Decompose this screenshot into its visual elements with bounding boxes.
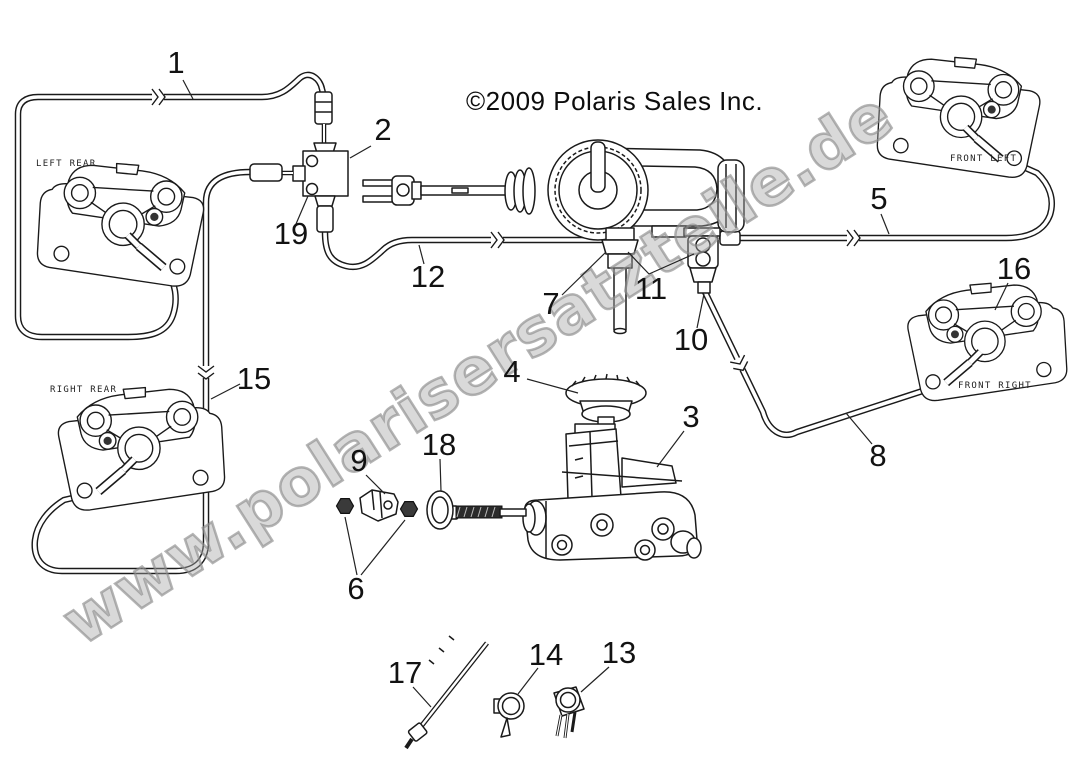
callout-5: 5 [870,181,887,216]
callout-4: 4 [503,354,520,389]
callout-9-leader [365,474,386,495]
cylinder-body [522,491,702,561]
hose-break-marks [151,88,861,380]
front-right-caliper-label: FRONT RIGHT [958,381,1032,391]
callout-19-leader [295,195,309,225]
callout-11: 11 [635,271,667,306]
right-rear-caliper-label: RIGHT REAR [50,385,117,395]
outlet-fitting-left-7 [601,227,639,335]
boot-bellows [504,167,536,215]
clevis-9 [359,489,399,522]
hose-15-right-rear [31,168,254,575]
callout-14-leader [517,667,539,695]
cable-tie-17 [404,635,489,750]
callout-6-leader [360,519,406,576]
handlebar-clamp [717,159,745,233]
callout-1: 1 [167,45,184,80]
callout-12-leader [418,244,425,265]
callout-16-leader [994,282,1009,311]
copyright-text: ©2009 Polaris Sales Inc. [466,86,764,116]
callout-7: 7 [542,286,559,321]
callout-11-leader [627,251,650,275]
callout-15: 15 [237,361,271,396]
reservoir-tank [561,423,683,501]
callout-17-leader [412,686,432,708]
callout-16: 16 [997,251,1031,286]
callout-18-leader [439,458,442,492]
callout-3: 3 [682,399,699,434]
callout-6: 6 [347,571,364,606]
left-rear-caliper-label: LEFT REAR [36,159,96,169]
junction-block [249,91,349,233]
callout-19: 19 [274,216,308,251]
callout-10-leader [696,293,705,329]
hose-8-front-right [701,288,948,439]
brake-rod-clevis [362,175,422,206]
push-rod-assembly [449,505,527,520]
callout-5-leader [880,213,890,235]
front-left-caliper-label: FRONT LEFT [950,154,1017,164]
foot-master-cylinder [335,373,702,561]
hose-12-junction-to-master [321,228,610,271]
callout-7-leader [561,251,607,296]
callout-15-leader [210,383,241,400]
callout-6-leader [344,516,358,576]
callout-1-leader [182,79,194,100]
callout-4-leader [526,378,579,394]
callout-9: 9 [350,443,367,478]
callout-8: 8 [869,438,886,473]
callout-17: 17 [388,655,422,690]
outlet-fitting-right-10-11 [683,227,721,294]
callout-14: 14 [529,637,563,672]
handlebar-master-cylinder [362,139,745,335]
callout-10: 10 [674,322,708,357]
callout-11-leader [648,253,695,275]
reservoir-cap-4 [565,373,647,426]
callout-13-leader [580,666,610,693]
callout-12: 12 [411,259,445,294]
callout-2-leader [349,145,372,159]
reservoir-cover [547,139,649,241]
jam-nut-6b [399,501,419,518]
callout-3-leader [656,430,685,468]
hose-5-front-left [718,154,1056,246]
callout-18: 18 [422,427,456,462]
hose-clamp-14 [493,692,525,738]
hose-clip-13 [553,686,585,739]
callout-13: 13 [602,635,636,670]
callout-8-leader [845,412,873,445]
hose-1-left-rear [14,71,327,341]
callout-2: 2 [374,112,391,147]
jam-nut-6a [335,498,355,515]
seal-ring-18 [426,490,454,530]
